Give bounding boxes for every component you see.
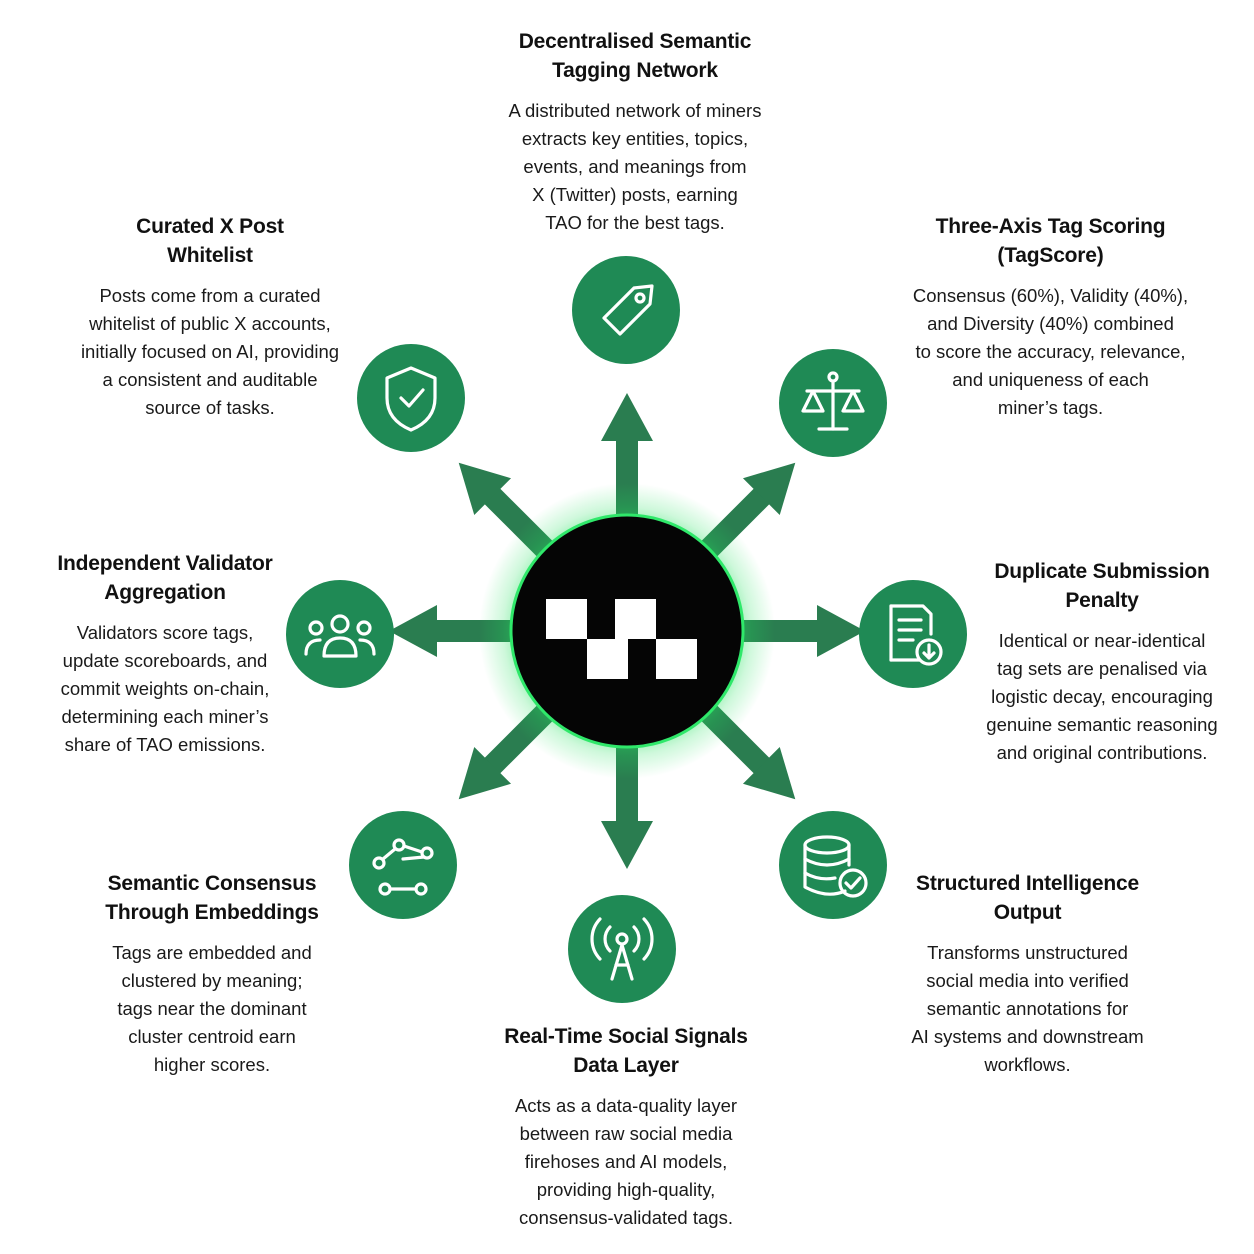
broadcast-antenna-icon bbox=[590, 917, 654, 981]
node-circle-right bbox=[859, 580, 967, 688]
node-description: Validators score tags, update scoreboard… bbox=[60, 622, 270, 755]
node-circle-top bbox=[572, 256, 680, 364]
node-circle-bg bbox=[349, 811, 457, 919]
node-circle-bg bbox=[859, 580, 967, 688]
node-circle-bg bbox=[286, 580, 394, 688]
node-circle-bottom-right bbox=[779, 811, 887, 919]
node-description: Transforms unstructured social media int… bbox=[911, 942, 1144, 1075]
node-circle-bg bbox=[357, 344, 465, 452]
node-text-right: Duplicate Submission Penalty Identical o… bbox=[962, 557, 1242, 767]
node-text-top: Decentralised Semantic Tagging Network A… bbox=[470, 27, 800, 237]
node-description: Acts as a data-quality layer between raw… bbox=[514, 1095, 738, 1228]
node-circle-top-left bbox=[357, 344, 465, 452]
node-text-top-right: Three-Axis Tag Scoring (TagScore) Consen… bbox=[898, 212, 1203, 422]
node-title: Structured Intelligence Output bbox=[916, 872, 1139, 924]
central-hub bbox=[479, 483, 775, 779]
node-title: Duplicate Submission Penalty bbox=[994, 560, 1210, 612]
node-text-bottom-right: Structured Intelligence Output Transform… bbox=[890, 869, 1165, 1079]
node-circle-bottom bbox=[568, 895, 676, 1003]
user-group-icon bbox=[304, 614, 376, 658]
shield-check-icon bbox=[385, 366, 437, 432]
node-description: Posts come from a curated whitelist of p… bbox=[80, 285, 340, 418]
node-title: Three-Axis Tag Scoring (TagScore) bbox=[935, 215, 1166, 267]
checkered-pixel-logo-icon bbox=[546, 599, 697, 679]
node-text-bottom-left: Semantic Consensus Through Embeddings Ta… bbox=[82, 869, 342, 1079]
node-description: Consensus (60%), Validity (40%), and Div… bbox=[912, 285, 1189, 418]
node-title: Curated X Post Whitelist bbox=[136, 215, 284, 267]
balance-scale-icon bbox=[801, 371, 865, 431]
node-title: Decentralised Semantic Tagging Network bbox=[518, 30, 752, 82]
node-title: Real-Time Social Signals Data Layer bbox=[504, 1025, 748, 1077]
node-title: Semantic Consensus Through Embeddings bbox=[105, 872, 319, 924]
node-title: Independent Validator Aggregation bbox=[57, 552, 273, 604]
tag-icon bbox=[602, 284, 654, 336]
node-text-left: Independent Validator Aggregation Valida… bbox=[30, 549, 300, 759]
node-circle-bottom-left bbox=[349, 811, 457, 919]
node-text-bottom: Real-Time Social Signals Data Layer Acts… bbox=[476, 1022, 776, 1232]
node-text-top-left: Curated X Post Whitelist Posts come from… bbox=[55, 212, 365, 422]
node-description: Tags are embedded and clustered by meani… bbox=[112, 942, 312, 1075]
node-circle-left bbox=[286, 580, 394, 688]
node-circles bbox=[286, 256, 967, 1003]
connected-nodes-icon bbox=[372, 838, 434, 896]
database-check-icon bbox=[803, 835, 868, 898]
node-circle-top-right bbox=[779, 349, 887, 457]
node-description: Identical or near-identical tag sets are… bbox=[986, 630, 1218, 763]
node-circle-bg bbox=[572, 256, 680, 364]
document-download-icon bbox=[889, 604, 943, 666]
node-description: A distributed network of miners extracts… bbox=[508, 100, 762, 233]
